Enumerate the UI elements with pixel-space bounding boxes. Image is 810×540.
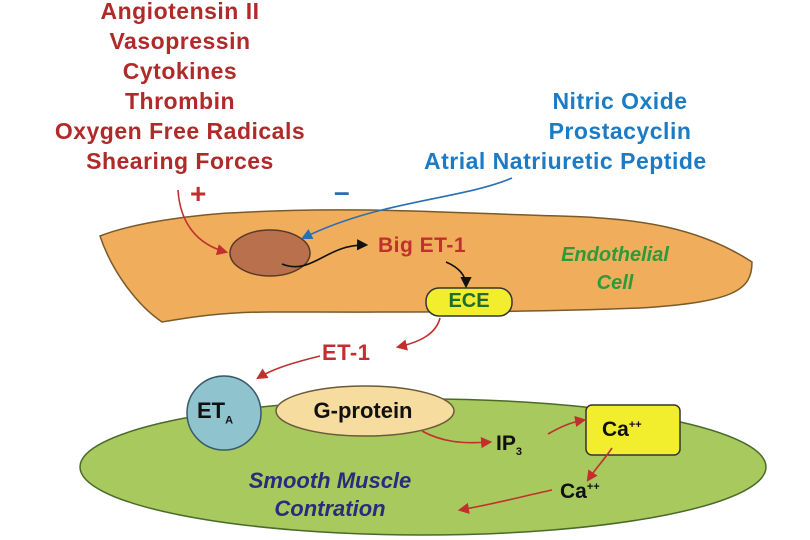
stimulator-oxygen-free-radicals: Oxygen Free Radicals	[54, 118, 306, 144]
big-et1-to-ece-arrow	[445, 261, 472, 289]
stimulator-thrombin: Thrombin	[124, 88, 236, 114]
inhibitor-prostacyclin: Prostacyclin	[548, 118, 692, 144]
nucleus-to-big-et1-arrow	[281, 239, 369, 268]
inhibitor-nitric-oxide: Nitric Oxide	[552, 88, 688, 114]
endothelial-label-line2: Cell	[596, 272, 634, 294]
ece-to-et1-arrow	[395, 317, 441, 351]
stimulator-angiotensin-ii: Angiotensin II	[100, 0, 260, 24]
stimulator-vasopressin: Vasopressin	[109, 28, 251, 54]
inhibition-arrow	[300, 177, 513, 240]
stimulator-shearing-forces: Shearing Forces	[86, 148, 274, 174]
eta-receptor-label: ETA	[197, 398, 234, 427]
et1-label: ET-1	[322, 340, 371, 365]
ip3-label: IP3	[496, 432, 522, 459]
eta-receptor-shape	[186, 375, 262, 451]
endothelial-label-line1: Endothelial	[561, 244, 669, 266]
g-protein-to-ip3-arrow	[421, 430, 493, 449]
g-protein-label: G-protein	[313, 398, 413, 423]
plus-sign: +	[190, 178, 207, 209]
smooth-muscle-label-line2: Contration	[274, 496, 386, 521]
ca-to-contraction-arrow	[457, 489, 553, 514]
big-et1-label: Big ET-1	[378, 234, 467, 257]
ca-box-to-ca-arrow	[586, 447, 613, 482]
ip3-to-ca-box-arrow	[547, 415, 587, 435]
ca-box	[585, 404, 681, 456]
nucleus	[229, 229, 311, 277]
ca-label: Ca++	[560, 480, 600, 503]
ca-box-label: Ca++	[602, 418, 642, 441]
ece-label: ECE	[448, 290, 490, 312]
stimulator-cytokines: Cytokines	[122, 58, 238, 84]
minus-sign: –	[334, 176, 350, 207]
inhibitor-atrial-natriuretic-peptide: Atrial Natriuretic Peptide	[424, 148, 707, 174]
stimulation-arrow	[177, 189, 229, 256]
g-protein-shape	[275, 385, 455, 437]
et1-to-receptor-arrow	[256, 355, 321, 380]
smooth-muscle-label-line1: Smooth Muscle	[248, 468, 412, 493]
